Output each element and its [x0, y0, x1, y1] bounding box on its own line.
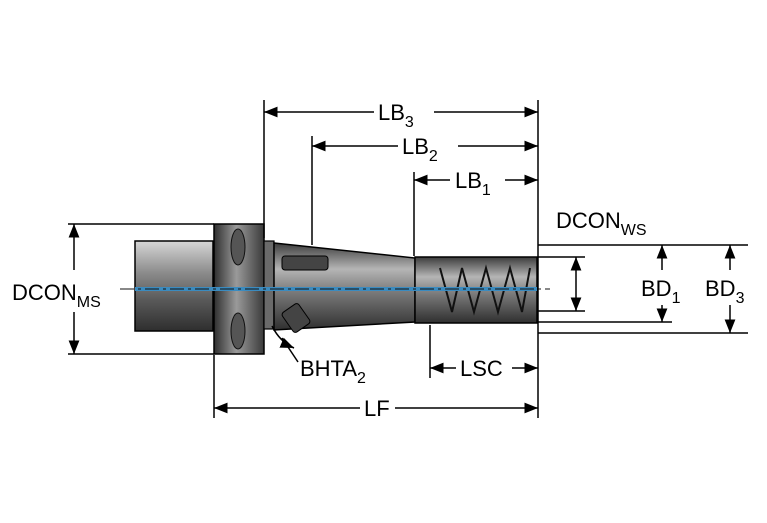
label-dcon-ws: DCONWS: [556, 208, 647, 239]
collar: [263, 240, 275, 330]
clamp-screw-2: [281, 303, 311, 333]
label-bd1: BD1: [641, 276, 681, 307]
internal-spring: [439, 264, 531, 316]
shank: [134, 240, 214, 332]
label-lf: LF: [364, 396, 390, 421]
label-lsc: LSC: [460, 356, 503, 381]
clamp-screw: [281, 255, 329, 271]
label-lb2: LB2: [402, 134, 438, 165]
dimension-lines: [68, 106, 736, 414]
label-dcon-ms: DCONMS: [12, 280, 101, 311]
label-lb3: LB3: [378, 100, 414, 131]
label-bhta2: BHTA2: [300, 356, 366, 387]
bhta2-arc: [271, 325, 295, 349]
drive-slot-bottom: [230, 312, 246, 350]
drive-slot-top: [230, 228, 246, 266]
label-bd3: BD3: [705, 276, 745, 307]
extension-lines: [68, 100, 748, 418]
label-lb1: LB1: [455, 168, 491, 199]
tool-holder-body: [120, 223, 550, 355]
